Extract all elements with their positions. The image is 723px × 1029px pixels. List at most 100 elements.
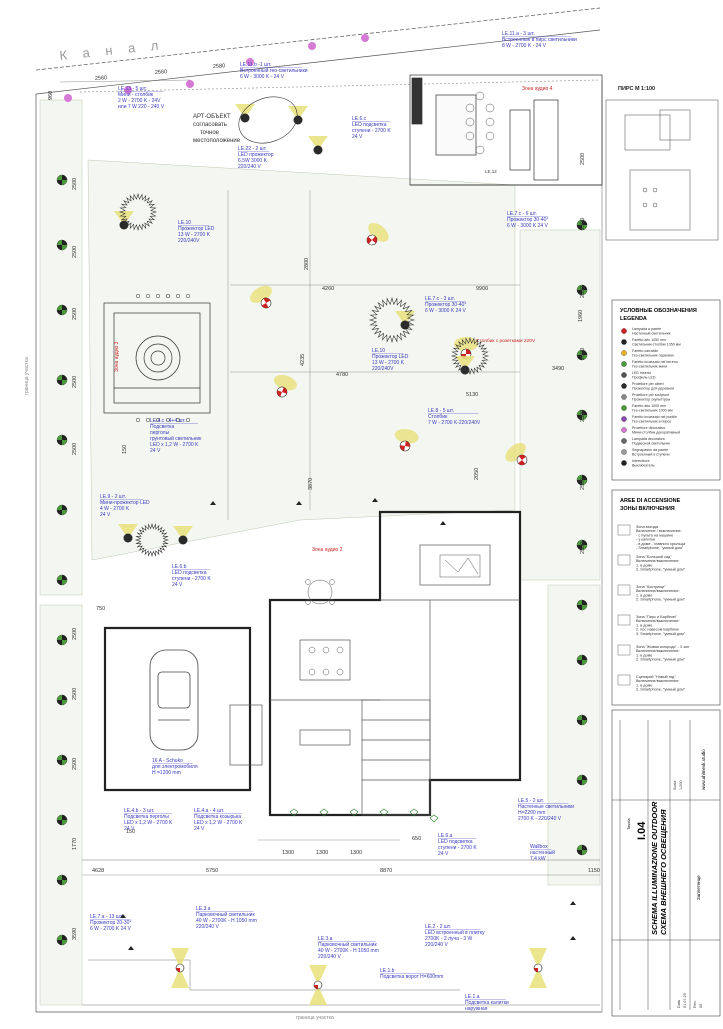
spotlight-dark [235, 104, 255, 123]
legend-it: LED Inserto [632, 371, 651, 375]
pier-tag: LE.12 [485, 169, 497, 174]
callout-line: H =1200 mm [152, 770, 181, 776]
callout-line: LED x 1,2 W - 2700 K [124, 820, 173, 826]
zones-title-it: AREE DI ACCENSIONE [620, 498, 681, 504]
zone-line: 1. в доме [636, 593, 652, 597]
dimension-value: 2500 [72, 308, 78, 320]
tavola-label: Tavola [626, 818, 631, 830]
legend-ru: Гео-светильник парковки [632, 354, 674, 358]
callout-line: LE.10 [178, 220, 191, 226]
callout-le-4-c: LE.4.c - 4+4 шт.Подсветкаперголыгрунтовы… [150, 418, 202, 454]
callout-line: Прожектор LED [372, 354, 409, 360]
dimension-value: 2500 [580, 410, 586, 422]
callout-line: LED встроенный в плитку [425, 929, 485, 936]
legend-symbol [621, 361, 627, 367]
hedge-light-symbol [56, 634, 68, 646]
callout-line: ступени - 2700 K [438, 845, 477, 851]
callout-line: LE.10 [372, 348, 385, 354]
legend-symbol [621, 350, 627, 356]
path-light [570, 901, 576, 905]
zone-line: Включение/выключение: [636, 649, 680, 653]
legend-ru: Прожектор для деревьев [632, 387, 674, 391]
parking-bollard [171, 948, 189, 988]
dimension-value: 2500 [72, 443, 78, 455]
garden-lawn [39, 99, 601, 1006]
pier-structure [409, 74, 603, 186]
house-furniture [305, 554, 481, 676]
dimension-value: 960 [48, 91, 54, 100]
zone-line: - в доме - главного крыльца [636, 542, 686, 546]
hedge-light-symbol [56, 174, 68, 186]
callout-line: 6 W - 3000 K - 24 V [240, 74, 285, 80]
callout-line: Встроенный гео-светильники [240, 67, 308, 74]
callout-line: LE.4.c - 4+4 шт. [150, 418, 186, 424]
dimension-value: 1300 [350, 850, 362, 856]
callout-line: LE.1.b [380, 968, 395, 974]
dimension-value: 2500 [72, 178, 78, 190]
callout-line: LE.5 - 2 шт. [518, 798, 544, 804]
callout-le-2: LE.2 - 2 шт.LED встроенный в плитку2700K… [425, 924, 485, 948]
callout-line: Парковочный светильник [196, 911, 255, 918]
path-light [128, 946, 134, 950]
callout-line: LE.8 - 5 шт. [428, 408, 454, 414]
star-trees [118, 192, 490, 558]
callout-line: LE.11.b -1 шт. [240, 62, 271, 68]
pier-dining-chairs [465, 91, 495, 155]
title-ru: СХЕМА ВНЕШНЕГО ОСВЕЩЕНИЯ [659, 809, 668, 935]
dimension-value: 2500 [580, 478, 586, 490]
callout-line: наружная [465, 1006, 488, 1012]
zone-swatch [617, 584, 631, 596]
callout-line: 24 V [100, 512, 111, 518]
zone-audio-3: Зона аудио 3 [114, 341, 120, 372]
dimension-value: 3590 [72, 928, 78, 940]
legend-symbol [621, 405, 627, 411]
date-label: Data [677, 999, 681, 1008]
zone-line: 2. Smartphone, "умный дом" [636, 688, 686, 692]
legend-symbol [621, 383, 627, 389]
path-light [210, 501, 216, 505]
hedge-light-symbol [576, 539, 588, 551]
zone-line: Зона въезда [636, 525, 659, 529]
zone-swatch [617, 554, 631, 566]
tree-projector [394, 428, 419, 452]
callout-line: или 7 W 220 - 240 V [118, 104, 165, 110]
dimension-value: 4235 [300, 354, 306, 366]
zone-line: - у калитки [636, 538, 655, 542]
zone-line: Сценарий "Новый год" [636, 675, 676, 679]
dimension-value: 2560 [155, 69, 168, 76]
legend-symbol [621, 372, 627, 378]
zone-line: - с пульта на машине [636, 533, 673, 537]
hedge-light-symbol [576, 774, 588, 786]
dimension-value: 1150 [588, 868, 600, 874]
tree-projector [250, 285, 272, 309]
dimension-value: 2500 [580, 542, 586, 554]
pergola-light [145, 293, 151, 299]
dimension-value: 2500 [580, 348, 586, 360]
mini-post-light [361, 34, 369, 42]
post-sockets-label: Столбик с розетками 220V [476, 338, 536, 344]
tree-symbol [134, 522, 170, 558]
hedge-plants [56, 34, 588, 946]
hedge-light-symbol [56, 694, 68, 706]
path-light [440, 521, 446, 525]
legend-ru: Прожектор скульптуры [632, 398, 671, 402]
driveway-lines [82, 859, 600, 1006]
callout-line: Подсветка калитки [465, 1000, 509, 1006]
legend-it: Faretto alto 1050 mm [632, 338, 666, 342]
callout-line: Подсветка ворот H=600mm [380, 974, 443, 980]
pergola-light [175, 293, 181, 299]
side-boundary-label: граница участка [24, 357, 30, 395]
callout-line: Подсветка [150, 424, 174, 430]
canopy-light [429, 814, 439, 823]
